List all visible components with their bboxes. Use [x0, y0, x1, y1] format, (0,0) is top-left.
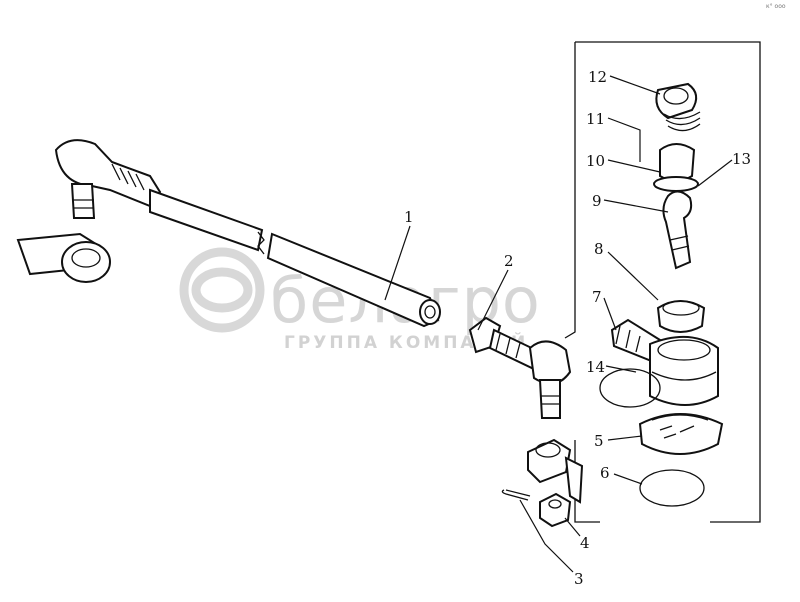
callout-4: 4: [580, 534, 590, 552]
callout-13: 13: [732, 150, 751, 168]
tie-rod-tube: [149, 188, 441, 328]
exploded-parts: [610, 82, 724, 455]
watermark-subtitle: ГРУППА КОМПАНИЙ: [284, 331, 528, 353]
callout-2: 2: [504, 252, 514, 270]
lower-washer: [527, 438, 584, 504]
callout-9: 9: [592, 192, 602, 210]
right-tie-rod-end: [468, 316, 572, 419]
callout-8: 8: [594, 240, 604, 258]
callout-5: 5: [594, 432, 604, 450]
corner-mark: к° ооо: [766, 3, 786, 10]
left-tie-rod-end: [54, 139, 162, 219]
callout-14: 14: [586, 358, 605, 376]
callout-11: 11: [586, 110, 605, 128]
left-ball-stud-eye: [16, 232, 111, 283]
callout-labels: 1 2 3 4 5 6 7 8 9 10 11 12 13 14: [404, 68, 751, 588]
callout-6: 6: [600, 464, 610, 482]
callout-1: 1: [404, 208, 414, 226]
callout-7: 7: [592, 288, 602, 306]
callout-3: 3: [574, 570, 584, 588]
callout-12: 12: [588, 68, 607, 86]
castle-nut: [539, 492, 572, 528]
seal-ring-14: [599, 368, 661, 408]
watermark-logo-icon: [179, 247, 265, 333]
seal-ring-6: [639, 469, 705, 507]
leader-lines: [384, 75, 733, 573]
callout-10: 10: [586, 152, 605, 170]
cotter-pin: [501, 489, 531, 501]
